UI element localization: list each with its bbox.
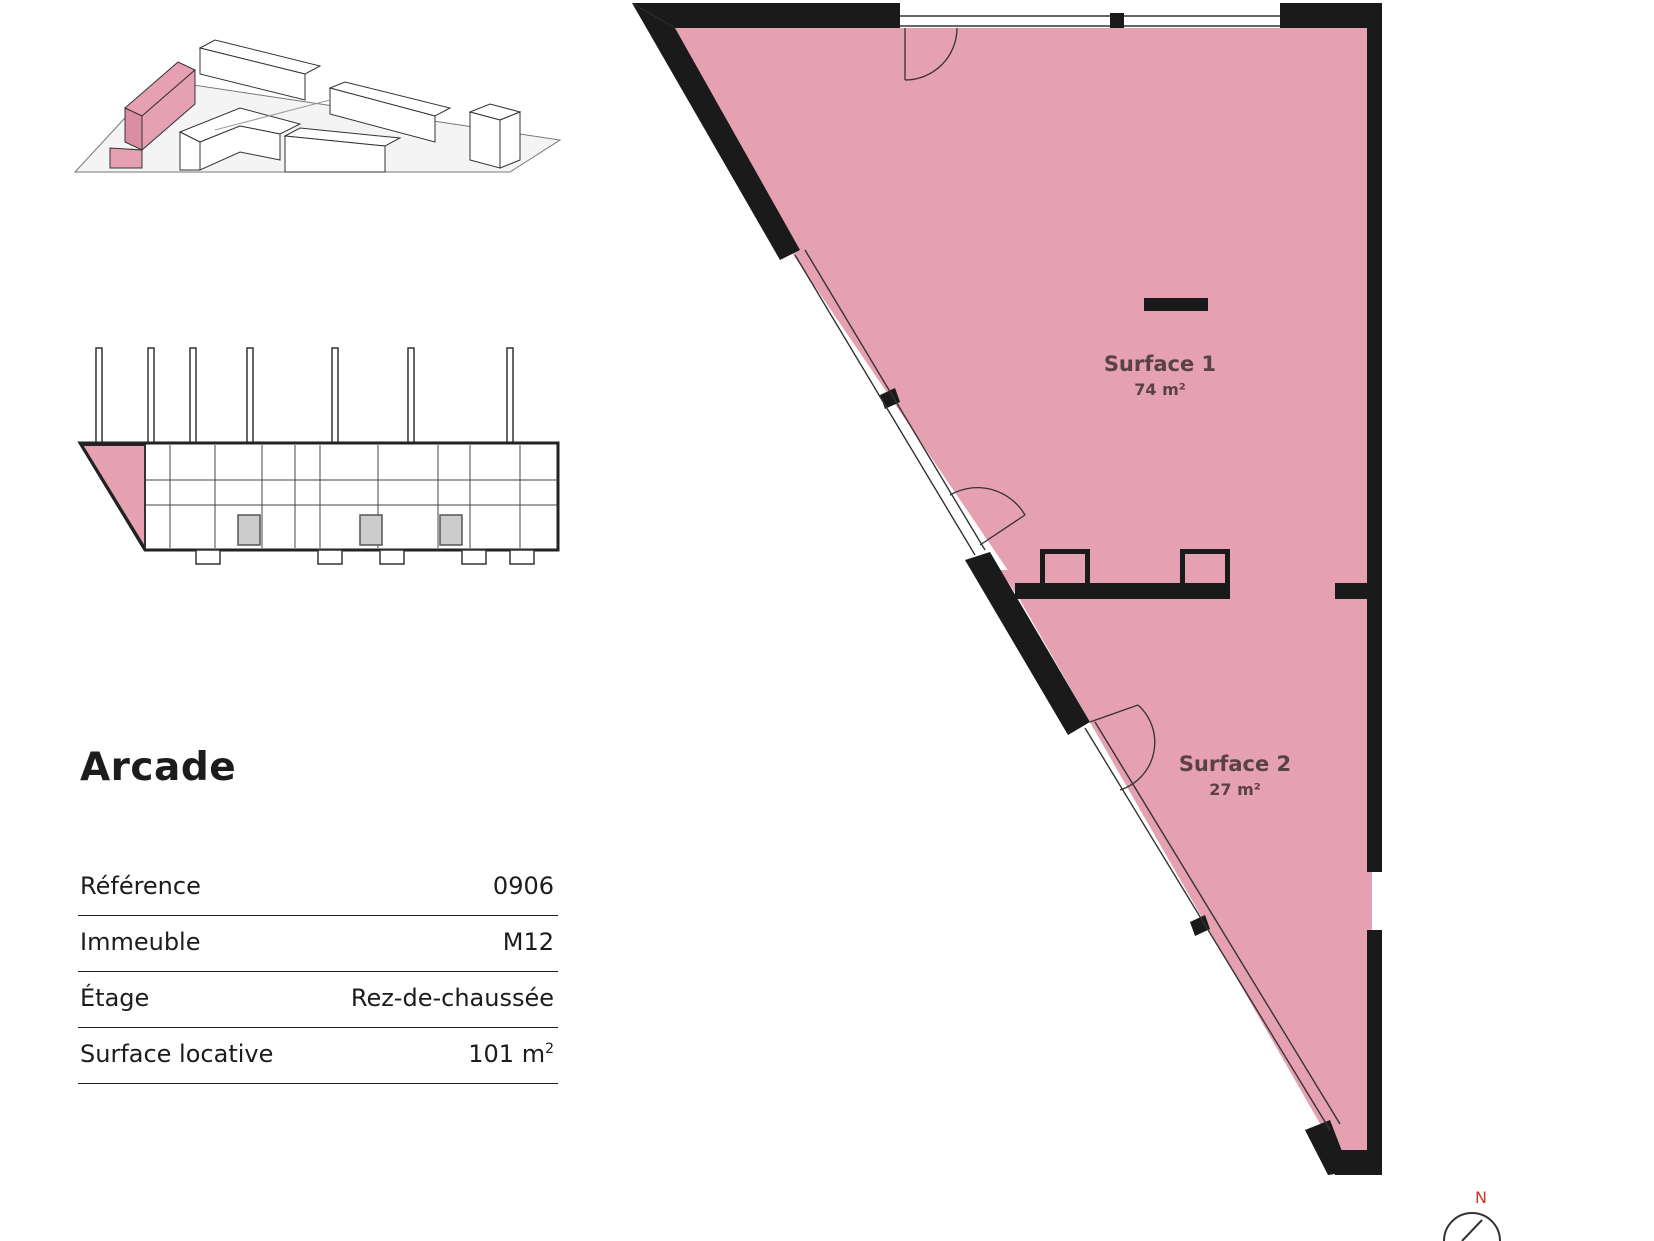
- building-floor-plan-thumbnail: [77, 347, 560, 565]
- info-value: M12: [502, 928, 554, 956]
- surface-1-area-text: 74 m²: [1134, 380, 1186, 399]
- info-value: Rez-de-chaussée: [350, 984, 554, 1012]
- surface-2-area-text: 27 m²: [1209, 780, 1261, 799]
- info-row-reference: Référence 0906: [78, 860, 558, 916]
- info-row-surface: Surface locative 101 m2: [78, 1028, 558, 1084]
- info-label: Surface locative: [80, 1040, 274, 1068]
- surface-2-name: Surface 2: [1178, 752, 1292, 776]
- info-row-building: Immeuble M12: [78, 916, 558, 972]
- info-row-floor: Étage Rez-de-chaussée: [78, 972, 558, 1028]
- surface-1-area: [675, 28, 1372, 588]
- surface-2-area: [1020, 600, 1372, 1150]
- north-arrow-icon: [1443, 1212, 1501, 1241]
- info-table: Référence 0906 Immeuble M12 Étage Rez-de…: [78, 860, 558, 1084]
- page-title: Arcade: [80, 745, 237, 790]
- info-label: Référence: [80, 872, 201, 900]
- surface-1-label: Surface 1 74 m²: [1080, 352, 1240, 399]
- surface-2-label: Surface 2 27 m²: [1155, 752, 1315, 799]
- info-label: Étage: [80, 984, 150, 1012]
- surface-1-name: Surface 1: [1103, 352, 1217, 376]
- info-label: Immeuble: [80, 928, 201, 956]
- info-value: 101 m2: [468, 1040, 554, 1068]
- site-axonometric-drawing: [73, 39, 562, 173]
- info-value: 0906: [492, 872, 554, 900]
- north-label: N: [1475, 1188, 1487, 1207]
